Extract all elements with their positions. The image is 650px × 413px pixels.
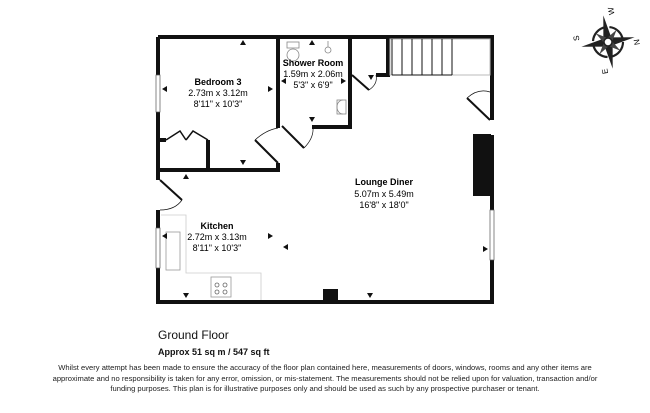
floor-title: Ground Floor [158, 328, 229, 342]
compass-w: W [606, 6, 616, 15]
fireplace [473, 134, 491, 196]
room-shower-room: Shower Room 1.59m x 2.06m 5'3" x 6'9" [283, 58, 344, 90]
chimney-breast [323, 289, 338, 302]
room-kitchen: Kitchen 2.72m x 3.13m 8'11" x 10'3" [187, 221, 247, 253]
room-bedroom-3: Bedroom 3 2.73m x 3.12m 8'11" x 10'3" [188, 77, 248, 109]
bathroom-fixtures [286, 41, 347, 115]
doors [159, 74, 491, 211]
compass-e: E [600, 68, 610, 75]
room-name: Bedroom 3 [194, 77, 241, 87]
room-imperial: 8'11" x 10'3" [193, 243, 242, 253]
room-name: Kitchen [200, 221, 233, 231]
room-metric: 2.72m x 3.13m [187, 232, 247, 242]
room-metric: 1.59m x 2.06m [283, 69, 343, 79]
room-metric: 5.07m x 5.49m [354, 189, 414, 199]
room-imperial: 5'3" x 6'9" [293, 80, 332, 90]
kitchen-counters [161, 214, 262, 300]
room-imperial: 16'8" x 18'0" [359, 200, 408, 210]
room-imperial: 8'11" x 10'3" [194, 99, 243, 109]
room-name: Lounge Diner [355, 177, 413, 187]
room-name: Shower Room [283, 58, 344, 68]
floor-area: Approx 51 sq m / 547 sq ft [158, 347, 270, 357]
room-lounge-diner: Lounge Diner 5.07m x 5.49m 16'8" x 18'0" [354, 177, 414, 210]
room-metric: 2.73m x 3.12m [188, 88, 248, 98]
compass-icon: N E S W [572, 6, 642, 74]
disclaimer: Whilst every attempt has been made to en… [52, 363, 598, 393]
windows [155, 74, 495, 269]
compass-n: N [632, 38, 642, 45]
stairs [389, 38, 491, 76]
dimension-arrows [162, 40, 488, 298]
compass-s: S [572, 35, 582, 42]
